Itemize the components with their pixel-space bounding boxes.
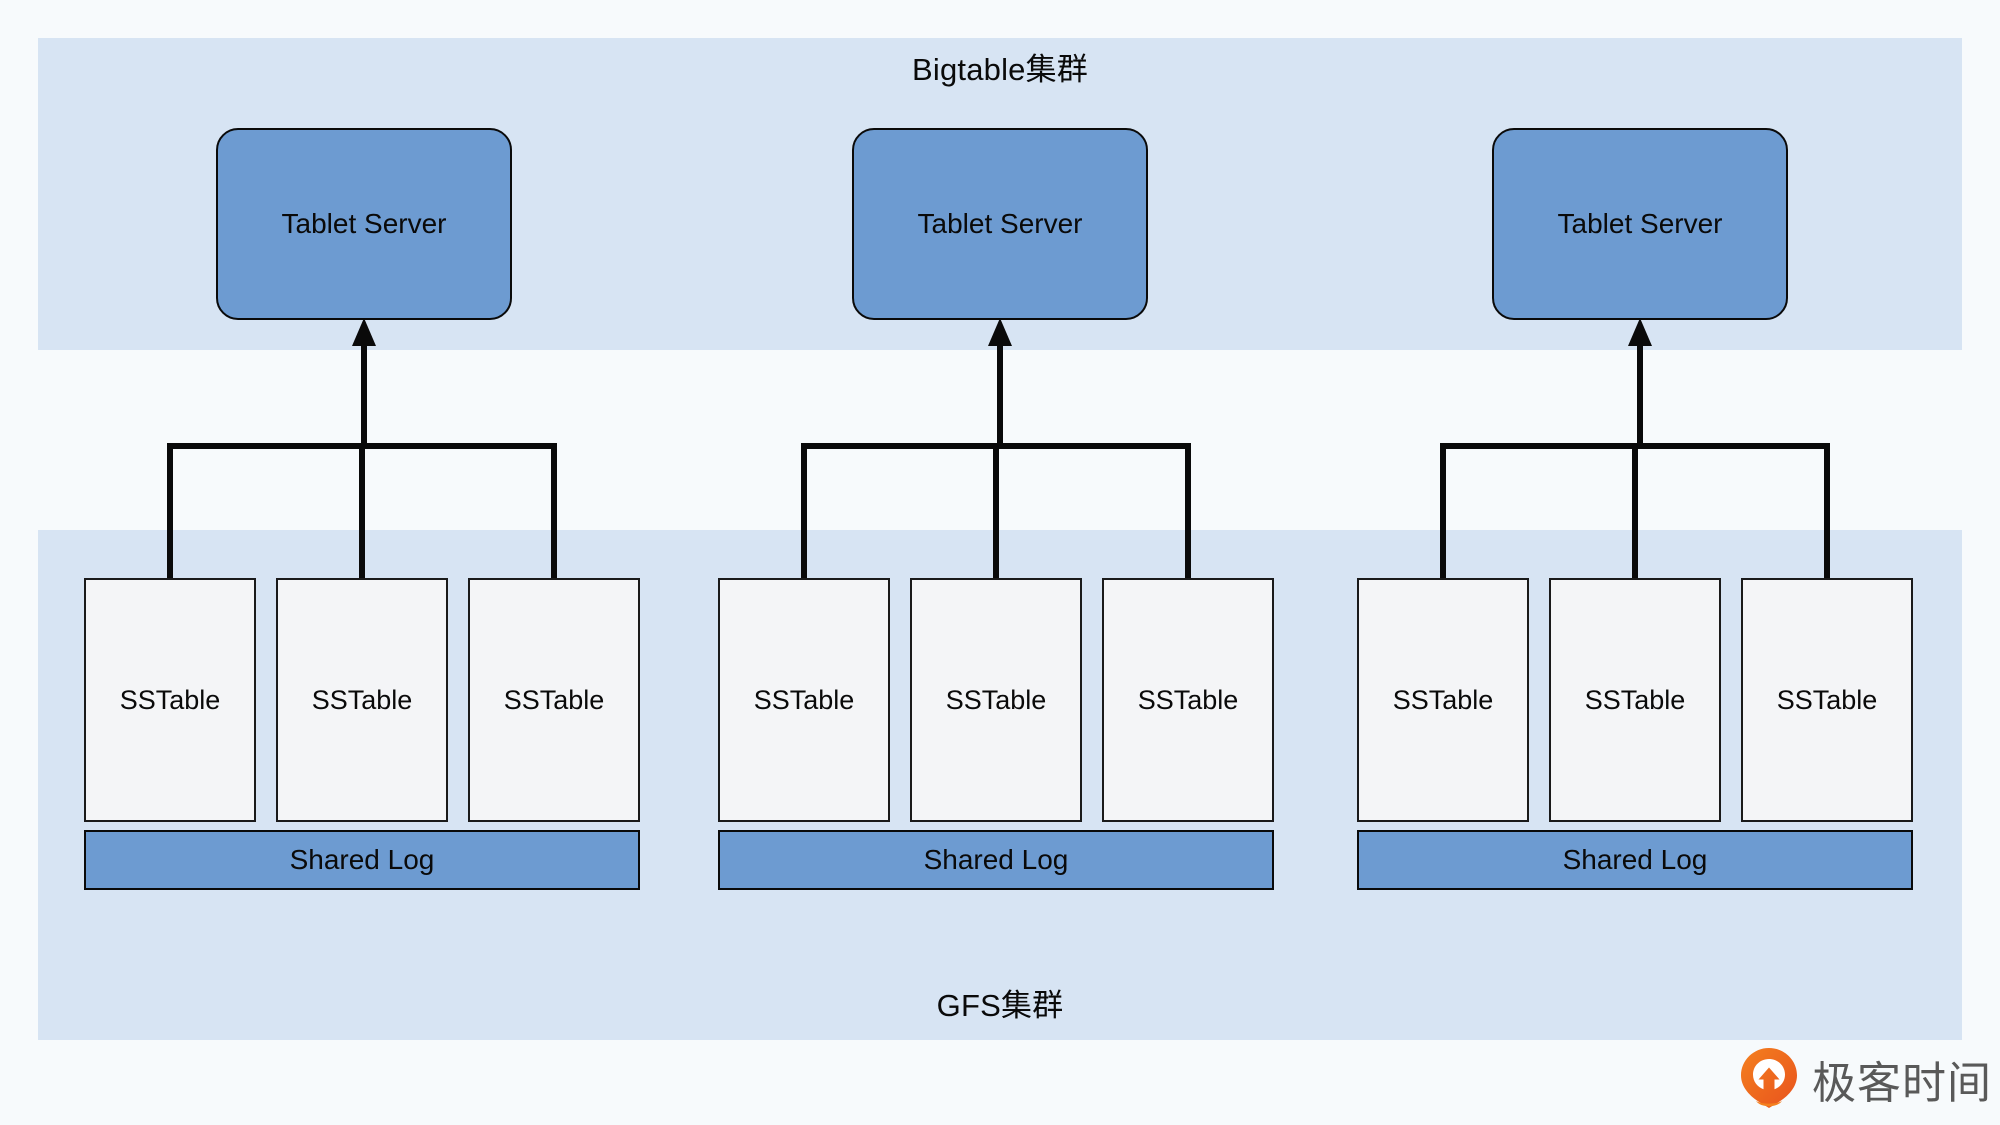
shared-log-label: Shared Log: [923, 844, 1069, 875]
sstable-node[interactable]: SSTable: [1549, 578, 1721, 822]
sstable-node[interactable]: SSTable: [468, 578, 640, 822]
sstable-label: SSTable: [1776, 684, 1878, 715]
sstable-node[interactable]: SSTable: [84, 578, 256, 822]
sstable-node[interactable]: SSTable: [1741, 578, 1913, 822]
sstable-label: SSTable: [1584, 684, 1686, 715]
tablet-server-label: Tablet Server: [1557, 208, 1723, 239]
sstable-label: SSTable: [1137, 684, 1239, 715]
tablet-server-label: Tablet Server: [917, 208, 1083, 239]
watermark-text: 极客时间: [1812, 1059, 1992, 1108]
gfs-cluster-title: GFS集群: [936, 988, 1064, 1023]
shared-log-bar[interactable]: Shared Log: [718, 830, 1274, 890]
tablet-server-node-3[interactable]: Tablet Server: [1492, 128, 1788, 320]
geektime-pin-icon: [1741, 1048, 1797, 1108]
sstable-label: SSTable: [503, 684, 605, 715]
sstable-node[interactable]: SSTable: [1102, 578, 1274, 822]
sstable-node[interactable]: SSTable: [910, 578, 1082, 822]
sstable-label: SSTable: [753, 684, 855, 715]
sstable-label: SSTable: [311, 684, 413, 715]
tablet-server-node-1[interactable]: Tablet Server: [216, 128, 512, 320]
sstable-label: SSTable: [945, 684, 1047, 715]
tablet-server-label: Tablet Server: [281, 208, 447, 239]
sstable-node[interactable]: SSTable: [718, 578, 890, 822]
shared-log-label: Shared Log: [289, 844, 435, 875]
watermark: 极客时间: [1738, 1046, 1992, 1112]
shared-log-label: Shared Log: [1562, 844, 1708, 875]
sstable-node[interactable]: SSTable: [276, 578, 448, 822]
sstable-label: SSTable: [119, 684, 221, 715]
shared-log-bar[interactable]: Shared Log: [84, 830, 640, 890]
shared-log-bar[interactable]: Shared Log: [1357, 830, 1913, 890]
sstable-node[interactable]: SSTable: [1357, 578, 1529, 822]
bigtable-cluster-title: Bigtable集群: [911, 52, 1089, 87]
tablet-server-node-2[interactable]: Tablet Server: [852, 128, 1148, 320]
sstable-label: SSTable: [1392, 684, 1494, 715]
